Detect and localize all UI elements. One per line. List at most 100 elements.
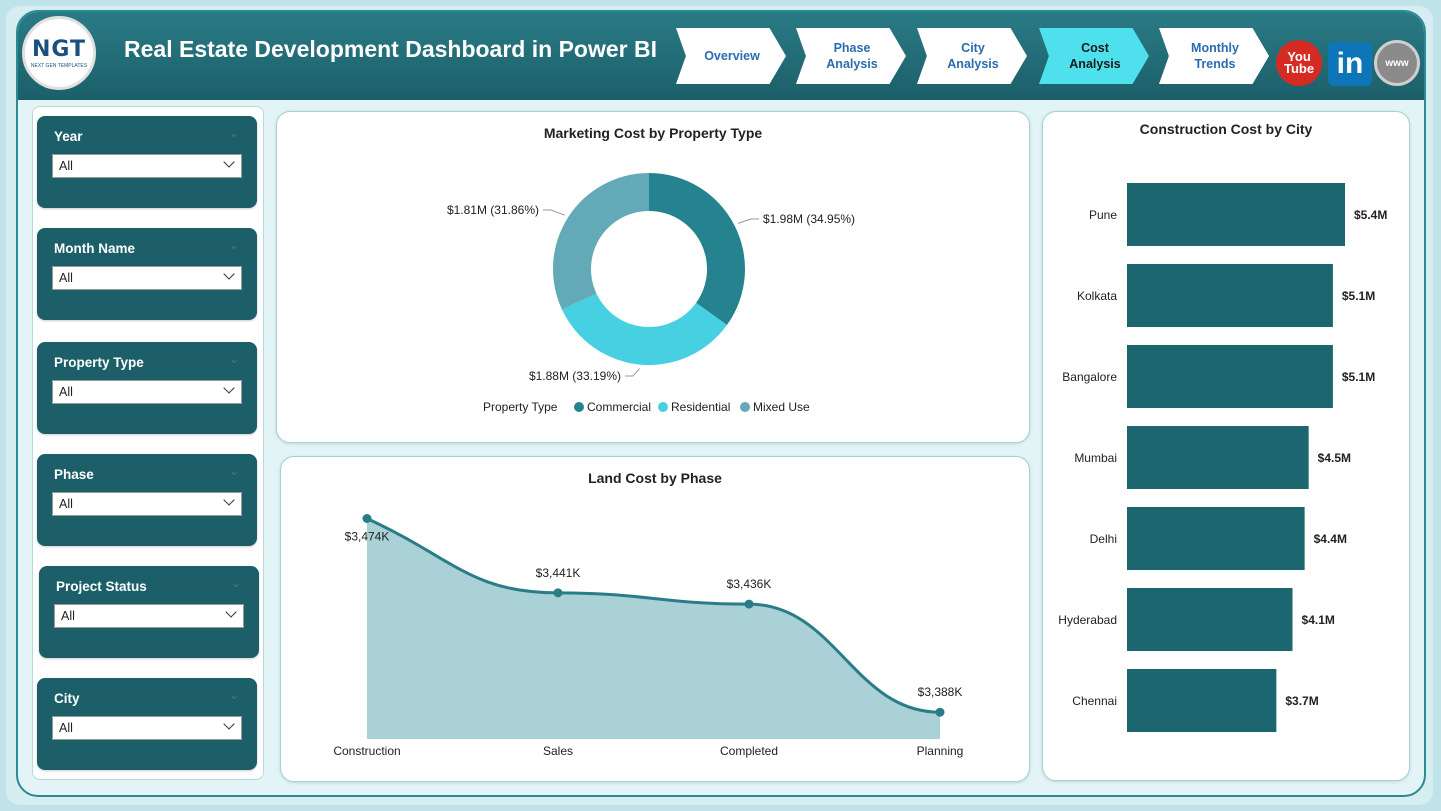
data-label: $4.1M [1302, 613, 1335, 627]
slicer-label: Year [54, 129, 83, 144]
data-label: $3,474K [345, 530, 390, 544]
bar-hyderabad [1127, 588, 1293, 651]
linkedin-label: in [1336, 47, 1364, 80]
slicer-label: City [54, 691, 80, 706]
marketing-cost-card: Marketing Cost by Property Type $1.98M (… [276, 111, 1030, 443]
month-name-dropdown[interactable]: All [52, 266, 242, 290]
slicer-city: City ⌄ All [37, 678, 257, 770]
legend-marker [574, 402, 584, 412]
ngt-logo[interactable]: NGT NEXT GEN TEMPLATES [22, 16, 96, 90]
data-label: $5.4M [1354, 208, 1387, 222]
x-tick-label: Construction [333, 744, 400, 758]
filter-panel [32, 106, 264, 780]
chevron-down-icon[interactable]: ⌄ [228, 464, 239, 478]
nav-phase-analysis[interactable]: Phase Analysis [796, 28, 906, 84]
legend-marker [658, 402, 668, 412]
nav-cost-analysis[interactable]: Cost Analysis [1039, 28, 1149, 84]
x-tick-label: Completed [720, 744, 778, 758]
chevron-down-icon [223, 156, 235, 168]
linkedin-icon[interactable]: in [1328, 42, 1372, 86]
logo-text: NGT [31, 37, 87, 62]
donut-chart: $1.98M (34.95%) $1.88M (33.19%) $1.81M (31… [447, 173, 855, 414]
slicer-property-type: Property Type ⌄ All [37, 342, 257, 434]
nav-overview[interactable]: Overview [676, 28, 786, 84]
slicer-month-name: Month Name ⌄ All [37, 228, 257, 320]
data-point [744, 599, 754, 609]
phase-dropdown[interactable]: All [52, 492, 242, 516]
dropdown-value: All [61, 609, 75, 623]
bar-delhi [1127, 507, 1305, 570]
bar-chart: Pune $5.4M Kolkata $5.1M Bangalore $5.1M Mumba… [1058, 183, 1387, 732]
bar-mumbai [1127, 426, 1309, 489]
dropdown-value: All [59, 271, 73, 285]
header-bar: NGT NEXT GEN TEMPLATES Real Estate Devel… [18, 12, 1424, 100]
property-type-dropdown[interactable]: All [52, 380, 242, 404]
area-line [366, 517, 941, 714]
legend-item: Residential [671, 400, 730, 414]
data-point [935, 707, 945, 717]
chevron-down-icon [223, 382, 235, 394]
nav-label: Cost Analysis [1069, 41, 1121, 71]
chevron-down-icon [223, 718, 235, 730]
data-label: $4.4M [1314, 532, 1347, 546]
construction-cost-card: Construction Cost by City Pune $5.4M Kolka… [1042, 111, 1410, 781]
dropdown-value: All [59, 385, 73, 399]
chart-title: Construction Cost by City [1139, 121, 1313, 137]
chevron-down-icon[interactable]: ⌄ [228, 352, 239, 366]
y-tick-label: Mumbai [1074, 451, 1117, 465]
chevron-down-icon[interactable]: ⌄ [228, 238, 239, 252]
city-dropdown[interactable]: All [52, 716, 242, 740]
x-tick-label: Planning [917, 744, 964, 758]
nav-label: Overview [704, 49, 760, 63]
y-tick-label: Delhi [1090, 532, 1117, 546]
slicer-label: Project Status [56, 579, 147, 594]
donut-slice-residential [561, 293, 727, 366]
website-label: www [1385, 57, 1409, 69]
nav-city-analysis[interactable]: City Analysis [917, 28, 1027, 84]
logo-subtitle: NEXT GEN TEMPLATES [30, 63, 88, 69]
data-point [362, 514, 372, 524]
page-title: Real Estate Development Dashboard in Pow… [124, 36, 657, 62]
chevron-down-icon[interactable]: ⌄ [230, 576, 241, 590]
slicer-project-status: Project Status ⌄ All [39, 566, 259, 658]
dashboard: NGT NEXT GEN TEMPLATES Real Estate Devel… [16, 10, 1426, 797]
data-label: $1.98M (34.95%) [763, 212, 855, 226]
leader-line [737, 218, 759, 224]
nav-label: Monthly Trends [1191, 41, 1239, 71]
bar-pune [1127, 183, 1345, 246]
legend-marker [740, 402, 750, 412]
legend-title: Property Type [483, 400, 558, 414]
data-point [553, 588, 563, 598]
year-dropdown[interactable]: All [52, 154, 242, 178]
area-fill [367, 518, 940, 739]
website-globe-icon[interactable]: www [1374, 40, 1420, 86]
youtube-icon[interactable]: You Tube [1276, 40, 1322, 86]
nav-monthly-trends[interactable]: Monthly Trends [1159, 28, 1269, 84]
data-label: $5.1M [1342, 370, 1375, 384]
chevron-down-icon [223, 494, 235, 506]
y-tick-label: Pune [1089, 208, 1117, 222]
bar-kolkata [1127, 264, 1333, 327]
data-label: $3,441K [536, 566, 581, 580]
area-chart: $3,474KConstruction$3,441KSales$3,436KCo… [333, 514, 964, 758]
nav-label: Phase Analysis [826, 41, 878, 71]
chart-title: Land Cost by Phase [588, 470, 722, 486]
y-tick-label: Hyderabad [1058, 613, 1117, 627]
y-tick-label: Bangalore [1062, 370, 1117, 384]
data-label: $3.7M [1285, 694, 1318, 708]
y-tick-label: Kolkata [1077, 289, 1117, 303]
data-label: $4.5M [1318, 451, 1351, 465]
youtube-label: You Tube [1284, 49, 1315, 76]
chevron-down-icon[interactable]: ⌄ [228, 688, 239, 702]
data-label: $1.88M (33.19%) [529, 369, 621, 383]
data-label: $5.1M [1342, 289, 1375, 303]
dropdown-value: All [59, 721, 73, 735]
leader-line [625, 368, 640, 377]
project-status-dropdown[interactable]: All [54, 604, 244, 628]
slicer-label: Phase [54, 467, 94, 482]
chevron-down-icon[interactable]: ⌄ [228, 126, 239, 140]
slicer-label: Property Type [54, 355, 144, 370]
data-label: $3,388K [918, 685, 963, 699]
data-label: $1.81M (31.86%) [447, 203, 539, 217]
